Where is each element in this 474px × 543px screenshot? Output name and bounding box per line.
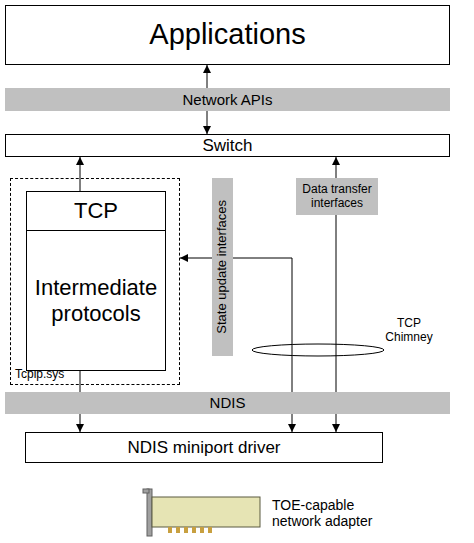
node-label: Intermediate protocols [27, 275, 165, 326]
adapter-board [152, 497, 260, 527]
adapter-finger [176, 527, 180, 533]
driver-group: Tcpip.sysTCPIntermediate protocols [10, 178, 180, 385]
node-text-group: Intermediate protocols [27, 275, 165, 326]
node-label: NDIS [210, 394, 246, 411]
connector [80, 157, 81, 191]
node-text-group: NDIS [210, 394, 246, 411]
adapter-finger [192, 527, 196, 533]
node-text-group: NDIS miniport driver [127, 438, 280, 458]
network-adapter-illustration [143, 489, 260, 536]
interface-box: Data transfer interfaces [296, 178, 378, 215]
node-label: Data transfer interfaces [296, 183, 378, 211]
interface-band: State update interfaces [212, 178, 233, 356]
node-text-group: State update interfaces [215, 200, 230, 334]
node-text-group: Switch [202, 136, 252, 156]
node-label: NDIS miniport driver [127, 438, 280, 458]
chimney-label: TCP Chimney [383, 317, 435, 345]
driver-box: NDIS miniport driver [25, 432, 383, 463]
adapter-finger [208, 527, 212, 533]
protocol-box: Intermediate protocols [26, 230, 166, 371]
node-label: Switch [202, 136, 252, 156]
ndis-band: NDIS [5, 392, 450, 414]
node-label: TCP [74, 198, 118, 223]
adapter-bracket [147, 489, 152, 536]
switch-box: Switch [5, 134, 450, 157]
node-label: State update interfaces [215, 200, 230, 334]
node-label: Applications [149, 18, 305, 51]
adapter-finger [168, 527, 172, 533]
node-text-group: Data transfer interfaces [296, 183, 378, 211]
adapter-finger [184, 527, 188, 533]
api-band: Network APIs [5, 88, 450, 111]
node-text-group: Network APIs [182, 91, 272, 108]
adapter-finger [200, 527, 204, 533]
chimney-ellipse [252, 344, 384, 356]
node-text-group: TCP [74, 198, 118, 223]
node-label: Network APIs [182, 91, 272, 108]
application-box: Applications [5, 5, 450, 65]
adapter-bracket-tab [143, 489, 149, 493]
protocol-box: TCP [26, 191, 166, 231]
adapter-label: TOE-capable network adapter [272, 497, 387, 529]
node-text-group: Applications [149, 18, 305, 51]
